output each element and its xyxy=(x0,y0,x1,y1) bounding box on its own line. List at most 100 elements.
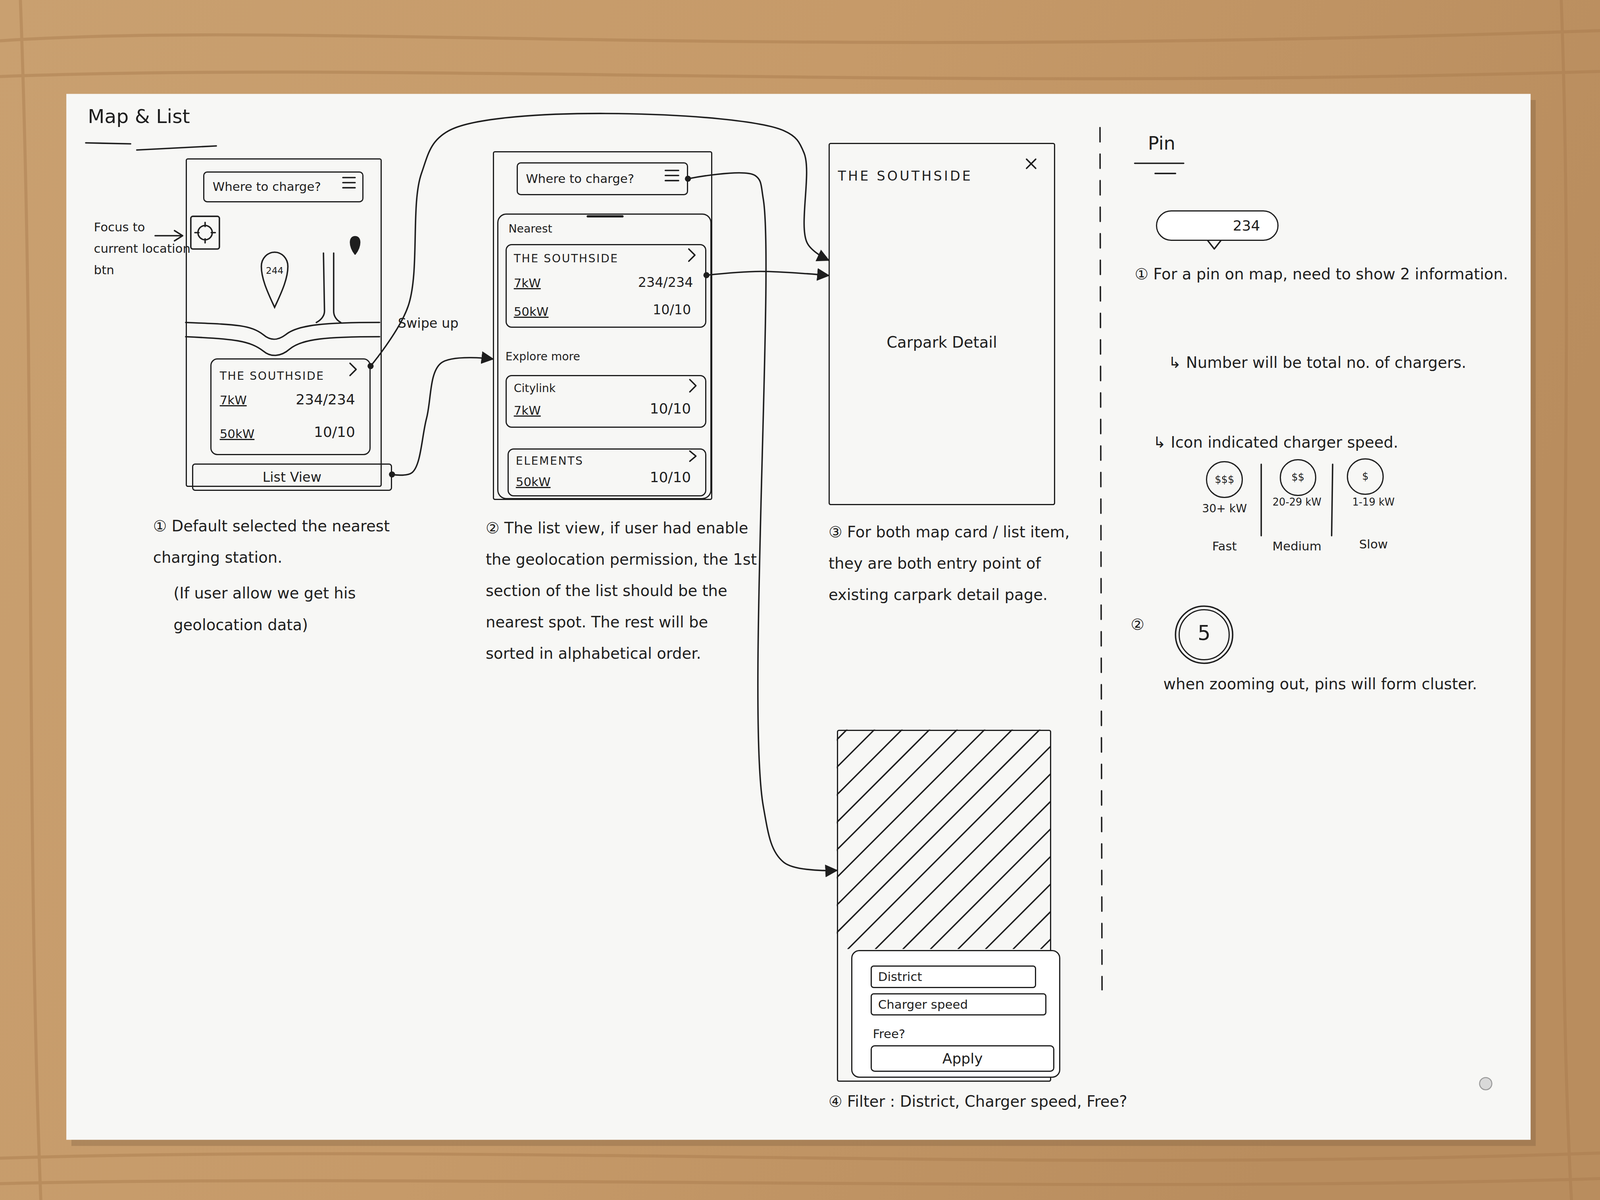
wood-grain xyxy=(0,30,1600,43)
station-card: THE SOUTHSIDE 7kW 234/234 50kW 10/10 xyxy=(210,358,371,456)
connector-dot xyxy=(388,471,395,478)
cluster-ring xyxy=(1175,605,1233,664)
sketch-ink xyxy=(85,127,1333,1035)
pin-tail xyxy=(1207,239,1222,249)
node-text: THE SOUTHSIDE xyxy=(513,252,619,266)
search-bar: Where to charge? xyxy=(203,171,364,202)
note-text: 20-29 kW xyxy=(1262,496,1332,509)
node-text: Explore more xyxy=(505,350,581,364)
note-text: 30+ kW xyxy=(1183,501,1266,516)
filter-panel: Free? DistrictCharger speedApply xyxy=(851,950,1061,1078)
note-text: Medium xyxy=(1262,538,1332,554)
node-text: Charger speed xyxy=(878,997,968,1012)
input-field: Charger speed xyxy=(870,993,1047,1016)
flow-arrow xyxy=(706,271,829,276)
node-text: ELEMENTS xyxy=(515,454,584,468)
node-text: $ xyxy=(1348,470,1383,483)
node-text: 10/10 xyxy=(652,302,691,318)
map-pin: 244 xyxy=(260,251,289,309)
station-card: Citylink7kW10/10 xyxy=(505,375,707,429)
note-text: Focus to current location btn xyxy=(94,216,191,281)
map-road xyxy=(185,336,380,356)
note-text: ① Default selected the nearest charging … xyxy=(153,510,404,574)
station-card: ELEMENTS50kW10/10 xyxy=(507,448,707,497)
map-pin-icon xyxy=(350,236,360,255)
note-text: ↳ Number will be total no. of chargers. xyxy=(1168,346,1521,379)
note-text: when zooming out, pins will form cluster… xyxy=(1163,668,1500,700)
map-road xyxy=(316,253,341,323)
edge-label: Swipe up xyxy=(398,315,459,331)
flow-arrow xyxy=(370,113,829,367)
pin-outline xyxy=(260,251,289,309)
wood-grain xyxy=(20,0,41,1200)
note-text: ② The list view, if user had enable the … xyxy=(485,512,760,670)
hatched-overlay xyxy=(836,729,1052,950)
node-text: 7kW xyxy=(513,276,541,291)
node-text: 10/10 xyxy=(313,423,356,441)
node-text: THE SOUTHSIDE xyxy=(219,369,325,383)
apply-button: Apply xyxy=(870,1045,1055,1072)
paper-sheet xyxy=(66,94,1531,1141)
leader-arrow xyxy=(155,230,183,241)
note-text: ↳ Icon indicated charger speed. xyxy=(1153,426,1521,458)
menu-icon xyxy=(342,177,356,188)
wood-grain xyxy=(1561,0,1572,1200)
chevron-icon xyxy=(688,248,695,262)
chevron-icon xyxy=(689,379,696,393)
hatch-lines xyxy=(836,729,1052,950)
node-text: 5 xyxy=(1179,621,1229,645)
separator-line xyxy=(1261,464,1333,536)
phone-screen: Where to charge?NearestExplore moreTHE S… xyxy=(492,151,713,500)
close-icon xyxy=(1026,159,1036,169)
node-text: $$$ xyxy=(1207,473,1242,486)
node-text: 234/234 xyxy=(638,275,694,291)
phone-screen: Free? DistrictCharger speedApply xyxy=(836,729,1052,1082)
note-text: Fast xyxy=(1183,538,1266,554)
note-text: ④ Filter : District, Charger speed, Free… xyxy=(828,1085,1268,1118)
node-text: THE SOUTHSIDE xyxy=(838,168,973,184)
location-icon xyxy=(194,222,216,243)
note-text: 1-19 kW xyxy=(1333,496,1414,509)
speed-icon: $ xyxy=(1346,458,1384,496)
flow-arrow xyxy=(688,172,837,871)
node-text: 244 xyxy=(260,265,289,277)
connector-dot xyxy=(684,175,691,182)
speed-icon: $$$ xyxy=(1205,461,1243,499)
detail-screen: THE SOUTHSIDE Carpark Detail xyxy=(828,142,1056,506)
node-text: 50kW xyxy=(513,304,549,319)
pin-bubble: 234 xyxy=(1155,210,1279,241)
node-text: 10/10 xyxy=(650,400,692,417)
search-bar: Where to charge? xyxy=(516,162,689,195)
node-text: 234/234 xyxy=(295,391,356,408)
node-text: 50kW xyxy=(515,475,551,489)
bottom-sheet: NearestExplore moreTHE SOUTHSIDE7kW234/2… xyxy=(497,213,712,500)
wood-grain xyxy=(0,1178,1600,1185)
chevron-icon xyxy=(689,451,696,462)
node-text: 7kW xyxy=(219,393,247,408)
speed-icon: $$ xyxy=(1279,459,1317,497)
wood-grain xyxy=(0,1153,1600,1161)
flow-arrow xyxy=(392,357,493,475)
input-field: District xyxy=(870,965,1037,989)
note-text: ① For a pin on map, need to show 2 infor… xyxy=(1134,258,1538,290)
sheet-handle xyxy=(587,215,623,218)
menu-icon xyxy=(665,170,679,181)
list-view-button: List View xyxy=(192,463,393,491)
node-text: Citylink xyxy=(513,382,556,396)
node-text: Free? xyxy=(872,1026,906,1041)
node-text: Carpark Detail xyxy=(829,333,1054,352)
connector-dot xyxy=(703,272,710,279)
note-text: ③ For both map card / list item, they ar… xyxy=(828,516,1084,611)
title-underline xyxy=(85,142,217,150)
chevron-icon xyxy=(350,363,356,376)
location-icon xyxy=(198,225,213,240)
node-text: Where to charge? xyxy=(212,179,322,194)
phone-screen: Where to charge? 244THE SOUTHSIDE 7kW 234/2… xyxy=(185,158,382,487)
connector-dot xyxy=(367,363,374,370)
push-pin xyxy=(1479,1077,1493,1090)
node-text: 50kW xyxy=(219,426,255,441)
pin-outline xyxy=(261,252,289,308)
